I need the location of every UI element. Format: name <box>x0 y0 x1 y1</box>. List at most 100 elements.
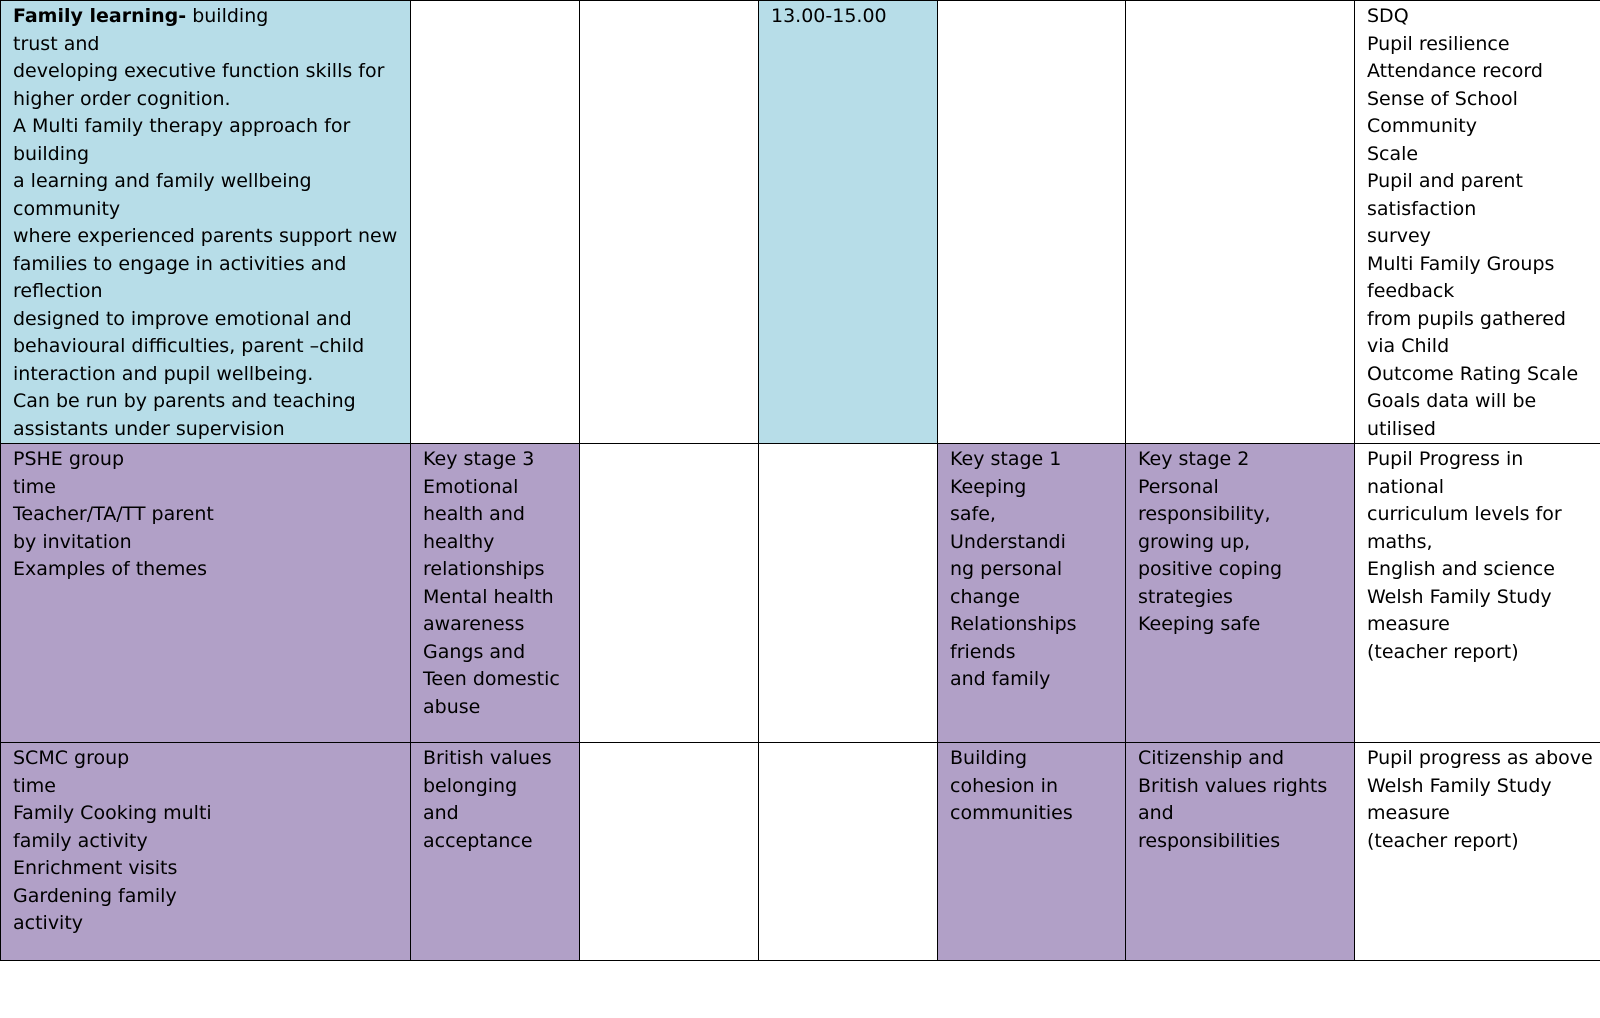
cell-line: Emotional <box>423 475 519 498</box>
cell-line: acceptance <box>423 829 533 852</box>
cell-line: trust and <box>13 32 100 55</box>
cell-line: belonging <box>423 774 518 797</box>
cell-line: Welsh Family Study <box>1367 774 1552 797</box>
cell-line: abuse <box>423 695 481 718</box>
cell-line: PSHE group <box>13 448 125 470</box>
cell-line: Mental health <box>423 585 554 608</box>
cell-line: Sense of School <box>1367 87 1518 110</box>
cell-line: (teacher report) <box>1367 640 1519 663</box>
cell-line: Can be run by parents and teaching <box>13 390 356 412</box>
time-lines: 13.00-15.00 <box>771 3 931 31</box>
cell-line: designed to improve emotional and <box>13 307 352 330</box>
cell-line: health and <box>423 503 525 525</box>
cell-line: Pupil and parent <box>1367 170 1523 192</box>
cell-line: Goals data will be <box>1367 390 1537 412</box>
cell-line: Scale <box>1367 142 1419 165</box>
cell-line: activity <box>13 912 84 934</box>
cell-line: survey <box>1367 225 1431 247</box>
cell-ks3: Key stage 3 Emotional health and healthy rel… <box>410 443 580 743</box>
cell-line: Relationships <box>950 613 1077 635</box>
cell-line: national <box>1367 475 1445 498</box>
cell-line: strategies <box>1138 585 1233 608</box>
cell-line: family activity <box>13 829 148 852</box>
cell-line: Family learning- building <box>13 3 404 31</box>
cell-line: utilised <box>1367 417 1436 440</box>
cell-line: responsibilities <box>1138 829 1281 852</box>
cell-line: by invitation <box>13 530 132 553</box>
cell-time: 13.00-15.00 <box>758 0 938 444</box>
cell-line: and <box>423 802 459 824</box>
cell-line: maths, <box>1367 530 1433 553</box>
cell-ks3 <box>410 0 580 444</box>
cell-line: Pupil resilience <box>1367 32 1510 55</box>
cell-line: Citizenship and <box>1138 747 1285 769</box>
cell-line: ng personal <box>950 558 1063 580</box>
cell-line: Building <box>950 747 1028 769</box>
cell-line: relationships <box>423 558 545 580</box>
cell-col3 <box>579 443 759 743</box>
cell-line: Community <box>1367 115 1477 137</box>
cell-col3 <box>579 0 759 444</box>
cell-line: curriculum levels for <box>1367 503 1562 525</box>
cell-line: Key stage 1 <box>950 448 1062 470</box>
measures-lines: Pupil Progress in national curriculum leve… <box>1367 446 1594 666</box>
cell-line: Teen domestic <box>423 668 560 690</box>
cell-line: community <box>13 197 121 220</box>
cell-line: time <box>13 475 56 498</box>
cell-line: positive coping <box>1138 558 1283 580</box>
cell-line: British values <box>423 747 552 769</box>
cell-line: and <box>1138 802 1174 824</box>
cell-ks3: British values belonging and acceptance <box>410 742 580 961</box>
cell-time <box>758 443 938 743</box>
cell-line: growing up, <box>1138 530 1251 553</box>
cell-line: a learning and family wellbeing <box>13 170 312 192</box>
cell-line: A Multi family therapy approach for <box>13 115 351 137</box>
cell-line: Key stage 3 <box>423 448 535 470</box>
cell-line: responsibility, <box>1138 503 1271 525</box>
cell-line: Pupil Progress in <box>1367 448 1524 470</box>
cell-ks2 <box>1125 0 1355 444</box>
cell-line: British values rights <box>1138 774 1328 797</box>
cell-line: Key stage 2 <box>1138 448 1250 470</box>
cell-line: feedback <box>1367 280 1455 302</box>
cell-line: where experienced parents support new <box>13 225 398 247</box>
cell-line: higher order cognition. <box>13 87 231 110</box>
cell-line: SDQ <box>1367 5 1409 27</box>
cell-line: Understandi <box>950 530 1066 553</box>
cell-line: safe, <box>950 503 996 525</box>
cell-line: and family <box>950 668 1051 690</box>
cell-line: measure <box>1367 613 1450 635</box>
cell-line: Gardening family <box>13 884 177 907</box>
cell-line: healthy <box>423 530 495 553</box>
activity-lead-rest: building <box>186 5 269 27</box>
cell-measures: Pupil Progress in national curriculum leve… <box>1354 443 1600 743</box>
cell-line: measure <box>1367 802 1450 824</box>
cell-line: Enrichment visits <box>13 857 178 879</box>
cell-line: change <box>950 585 1020 608</box>
cell-line: Multi Family Groups <box>1367 252 1555 275</box>
cell-line: Welsh Family Study <box>1367 585 1552 608</box>
cell-line: via Child <box>1367 335 1450 357</box>
cell-line: awareness <box>423 613 525 635</box>
cell-time <box>758 742 938 961</box>
cell-line: communities <box>950 802 1073 824</box>
cell-line: 13.00-15.00 <box>771 5 887 27</box>
activity-lead: Family learning- <box>13 5 187 27</box>
cell-line: SCMC group <box>13 747 130 769</box>
cell-line: Keeping safe <box>1138 613 1261 635</box>
